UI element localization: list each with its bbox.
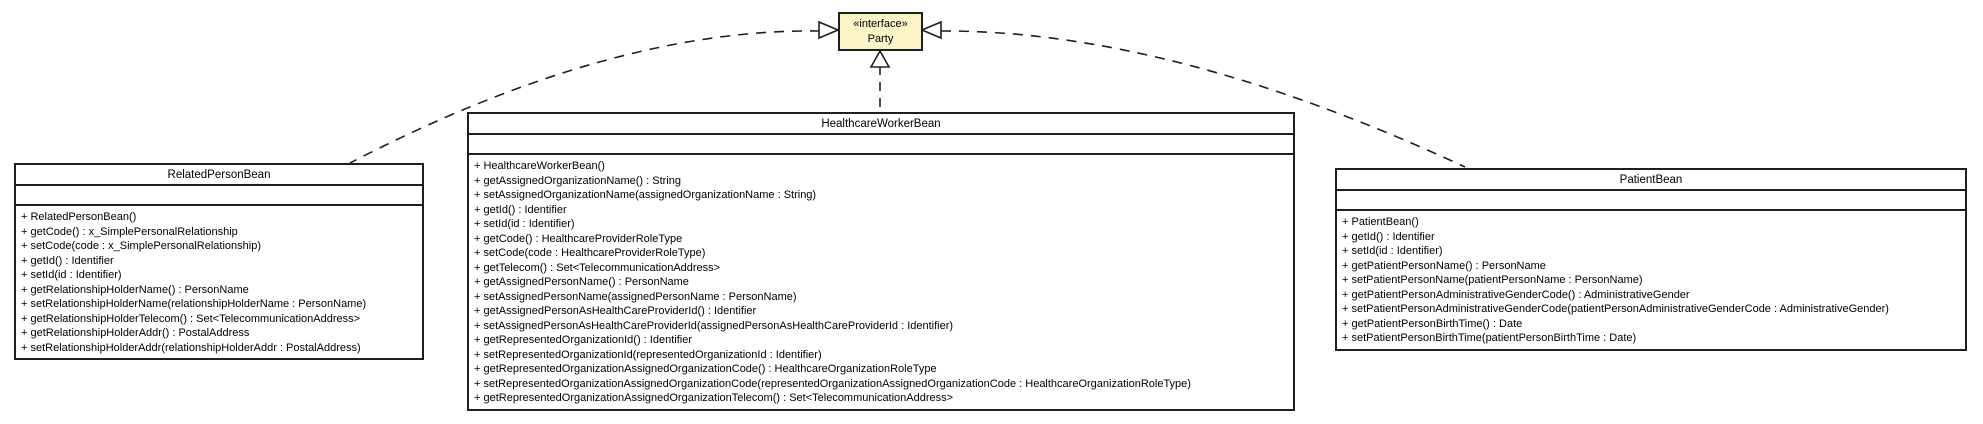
class-title: HealthcareWorkerBean <box>469 114 1293 135</box>
interface-box-party[interactable]: «interface» Party <box>838 12 923 51</box>
method-item: + setRepresentedOrganizationAssignedOrga… <box>474 377 1191 390</box>
method-item: + HealthcareWorkerBean() <box>474 160 605 172</box>
attributes-compartment <box>469 135 1293 155</box>
method-item: + setAssignedOrganizationName(assignedOr… <box>474 189 817 201</box>
method-item: + getAssignedOrganizationName() : String <box>474 174 681 187</box>
realization-connector-patientbean <box>940 30 1466 168</box>
methods-compartment: + RelatedPersonBean() + getCode() : x_Sim… <box>16 206 422 358</box>
method-item: + getRelationshipHolderAddr() : PostalAd… <box>21 327 250 339</box>
method-item: + setPatientPersonName(patientPersonName… <box>1342 274 1643 286</box>
method-item: + getId() : Identifier <box>21 254 114 267</box>
class-box-relatedpersonbean[interactable]: RelatedPersonBean + RelatedPersonBean()+… <box>14 163 424 360</box>
method-item: + getRepresentedOrganizationAssignedOrga… <box>474 363 937 375</box>
method-item: + setCode(code : HealthcareProviderRoleT… <box>474 247 706 259</box>
attributes-compartment <box>1337 191 1965 211</box>
methods-compartment: + PatientBean() + getId() : Identifier + s… <box>1337 211 1965 349</box>
method-item: + getId() : Identifier <box>1342 230 1435 243</box>
method-item: + getPatientPersonAdministrativeGenderCo… <box>1342 288 1690 301</box>
method-item: + RelatedPersonBean() <box>21 211 137 223</box>
method-item: + getPatientPersonBirthTime() : Date <box>1342 317 1523 330</box>
method-item: + setCode(code : x_SimplePersonalRelatio… <box>21 240 261 252</box>
method-item: + setAssignedPersonName(assignedPersonNa… <box>474 290 797 303</box>
hollow-triangle-arrowhead-right <box>919 20 942 40</box>
method-item: + setId(id : Identifier) <box>1342 245 1443 257</box>
class-box-healthcareworkerbean[interactable]: HealthcareWorkerBean + HealthcareWorkerB… <box>467 112 1295 411</box>
method-item: + getAssignedPersonName() : PersonName <box>474 276 689 288</box>
method-item: + setId(id : Identifier) <box>21 269 122 281</box>
method-item: + getRelationshipHolderName() : PersonNa… <box>21 283 249 296</box>
interface-stereotype: «interface» <box>853 18 908 30</box>
hollow-triangle-arrowhead-bottom <box>869 49 891 68</box>
method-item: + getRepresentedOrganizationId() : Ident… <box>474 334 692 346</box>
method-item: + PatientBean() <box>1342 216 1419 228</box>
methods-compartment: + HealthcareWorkerBean() + getAssignedOrg… <box>469 155 1293 409</box>
method-item: + getPatientPersonName() : PersonName <box>1342 259 1546 272</box>
interface-name: Party <box>867 33 894 45</box>
realization-connector-relatedpersonbean <box>349 30 821 164</box>
method-item: + setId(id : Identifier) <box>474 218 575 230</box>
method-item: + setRepresentedOrganizationId(represent… <box>474 348 822 361</box>
class-title: RelatedPersonBean <box>16 165 422 186</box>
hollow-triangle-arrowhead-left <box>818 20 841 40</box>
method-item: + getId() : Identifier <box>474 203 567 216</box>
method-item: + setRelationshipHolderAddr(relationship… <box>21 341 361 354</box>
method-item: + getRelationshipHolderTelecom() : Set<T… <box>21 312 361 325</box>
attributes-compartment <box>16 186 422 206</box>
method-item: + setPatientPersonAdministrativeGenderCo… <box>1342 303 1889 315</box>
method-item: + setPatientPersonBirthTime(patientPerso… <box>1342 332 1637 344</box>
class-box-patientbean[interactable]: PatientBean + PatientBean() + getId() : I… <box>1335 168 1967 351</box>
method-item: + setAssignedPersonAsHealthCareProviderI… <box>474 319 954 332</box>
method-item: + setRelationshipHolderName(relationship… <box>21 298 367 310</box>
method-item: + getRepresentedOrganizationAssignedOrga… <box>474 392 954 404</box>
method-item: + getCode() : x_SimplePersonalRelationsh… <box>21 225 238 238</box>
class-title: PatientBean <box>1337 170 1965 191</box>
method-item: + getTelecom() : Set<TelecommunicationAd… <box>474 261 721 274</box>
method-item: + getCode() : HealthcareProviderRoleType <box>474 232 683 245</box>
method-item: + getAssignedPersonAsHealthCareProviderI… <box>474 305 757 317</box>
